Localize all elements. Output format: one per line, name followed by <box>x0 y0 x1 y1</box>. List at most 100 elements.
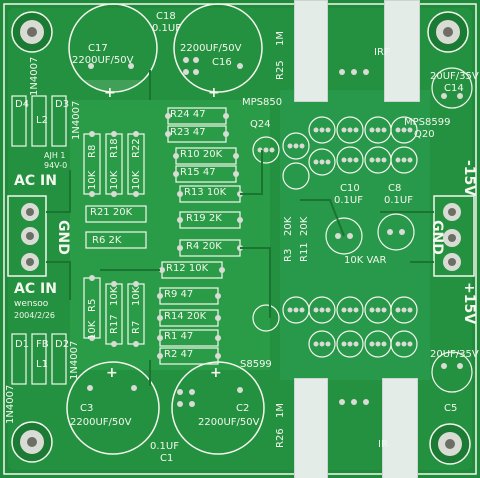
label-r7: R7 <box>131 320 142 334</box>
label-r26-value: 1M <box>275 403 286 418</box>
mount-hole-br <box>429 423 471 465</box>
label-c5-value: 20UF/35V <box>430 349 479 360</box>
tape-top-right <box>384 0 420 102</box>
label-r14: R14 20K <box>164 311 207 322</box>
label-r17-value: 10K <box>109 286 120 306</box>
label-r7-value: 10K <box>131 286 142 306</box>
tape-top-left <box>294 0 328 102</box>
label-r13: R13 10K <box>184 187 227 198</box>
label-q24: Q24 <box>250 119 271 130</box>
label-r25: R25 <box>275 60 286 80</box>
label-r8-value: 10K <box>87 170 98 190</box>
capacitor-c16 <box>173 3 263 93</box>
label-ac-in-top: AC IN <box>14 173 57 189</box>
label-d2: D2 <box>55 339 70 350</box>
label-c1: C1 <box>160 453 174 464</box>
label-1n4007-b: 1N4007 <box>71 100 82 140</box>
transistor-array <box>252 116 418 358</box>
label-c10-value: 0.1UF <box>334 195 363 206</box>
label-1n4007-d: 1N4007 <box>5 384 16 424</box>
label-q20: Q20 <box>414 129 435 140</box>
resistor-pads <box>89 113 243 359</box>
irf-pads-top <box>339 69 369 75</box>
label-c10: C10 <box>340 183 360 194</box>
label-l2: L2 <box>36 115 48 126</box>
capacitor-c3 <box>66 361 160 455</box>
label-plus-15v: +15V <box>461 282 477 325</box>
label-r21: R21 20K <box>90 207 133 218</box>
label-c17-value: 2200UF/50V <box>72 55 134 66</box>
label-r25-value: 1M <box>275 31 286 46</box>
label-mps8599: MPS8599 <box>404 117 451 128</box>
label-r22: R22 <box>131 138 142 158</box>
label-plus-c3: + <box>106 365 118 381</box>
label-mps850: MPS850 <box>242 97 283 108</box>
diode-boxes-top <box>11 95 67 147</box>
label-r5: R5 <box>87 298 98 312</box>
label-c1-value: 0.1UF <box>150 441 179 452</box>
label-r4: R4 20K <box>186 241 222 252</box>
diode-boxes-bottom <box>11 333 67 385</box>
label-r12: R12 10K <box>166 263 209 274</box>
irf-pads-bottom <box>339 399 369 405</box>
label-r15: R15 47 <box>180 167 216 178</box>
label-d3: D3 <box>55 99 70 110</box>
terminal-ac-in <box>7 195 47 277</box>
label-gnd-right: GND <box>429 220 445 255</box>
label-irf-bottom: IR <box>378 439 388 450</box>
label-r23: R23 47 <box>170 127 206 138</box>
label-plus-c17: + <box>104 85 116 101</box>
copper-pour-center <box>70 100 270 370</box>
label-l1: L1 <box>36 359 48 370</box>
label-ac-in-bottom: AC IN <box>14 281 57 297</box>
label-r18: R18 <box>109 138 120 158</box>
capacitor-c14 <box>431 67 473 109</box>
tape-bottom-right <box>382 378 418 478</box>
label-plus-c2: + <box>210 365 222 381</box>
label-1n4007-a: 1N4007 <box>29 56 40 96</box>
label-d4: D4 <box>15 99 30 110</box>
label-c3: C3 <box>80 403 94 414</box>
label-c3-value: 2200UF/50V <box>70 417 132 428</box>
label-c2-value: 2200UF/50V <box>198 417 260 428</box>
label-c14-value: 20UF/35V <box>430 71 479 82</box>
label-c18: C18 <box>156 11 176 22</box>
mount-hole-bl <box>11 421 53 463</box>
label-r8: R8 <box>87 144 98 158</box>
label-date: 2004/2/26 <box>14 311 56 320</box>
board-outline <box>3 3 477 475</box>
label-c8-value: 0.1UF <box>384 195 413 206</box>
label-c5: C5 <box>444 403 458 414</box>
label-plus-c16: + <box>208 85 220 101</box>
transistor-pads <box>257 127 413 347</box>
tape-bottom-left <box>294 378 328 478</box>
label-r26: R26 <box>275 428 286 448</box>
capacitor-c5 <box>431 351 473 393</box>
label-r6: R6 2K <box>92 235 122 246</box>
label-fb: FB <box>36 339 49 350</box>
label-10k-var: 10K VAR <box>344 255 387 266</box>
label-gnd-left: GND <box>55 220 71 255</box>
label-r18-value: 10K <box>109 170 120 190</box>
label-d1: D1 <box>15 339 30 350</box>
label-c18-value: 0.1UF <box>152 23 181 34</box>
label-r2: R2 47 <box>164 349 194 360</box>
label-r11-value: 20K <box>299 216 310 236</box>
label-s8599: S8599 <box>240 359 272 370</box>
label-c16-value: 2200UF/50V <box>180 43 242 54</box>
label-c14: C14 <box>444 83 464 94</box>
label-c17: C17 <box>88 43 108 54</box>
mount-hole-tr <box>427 11 469 53</box>
capacitor-c17 <box>68 3 158 93</box>
label-r19: R19 2K <box>186 213 222 224</box>
label-r10: R10 20K <box>180 149 223 160</box>
label-r22-value: 10K <box>131 170 142 190</box>
label-c8: C8 <box>388 183 402 194</box>
label-minus-15v: -15V <box>461 160 477 197</box>
label-r3-value: 20K <box>283 216 294 236</box>
terminal-15v <box>433 195 475 277</box>
label-r9: R9 47 <box>164 289 194 300</box>
label-r24: R24 47 <box>170 109 206 120</box>
